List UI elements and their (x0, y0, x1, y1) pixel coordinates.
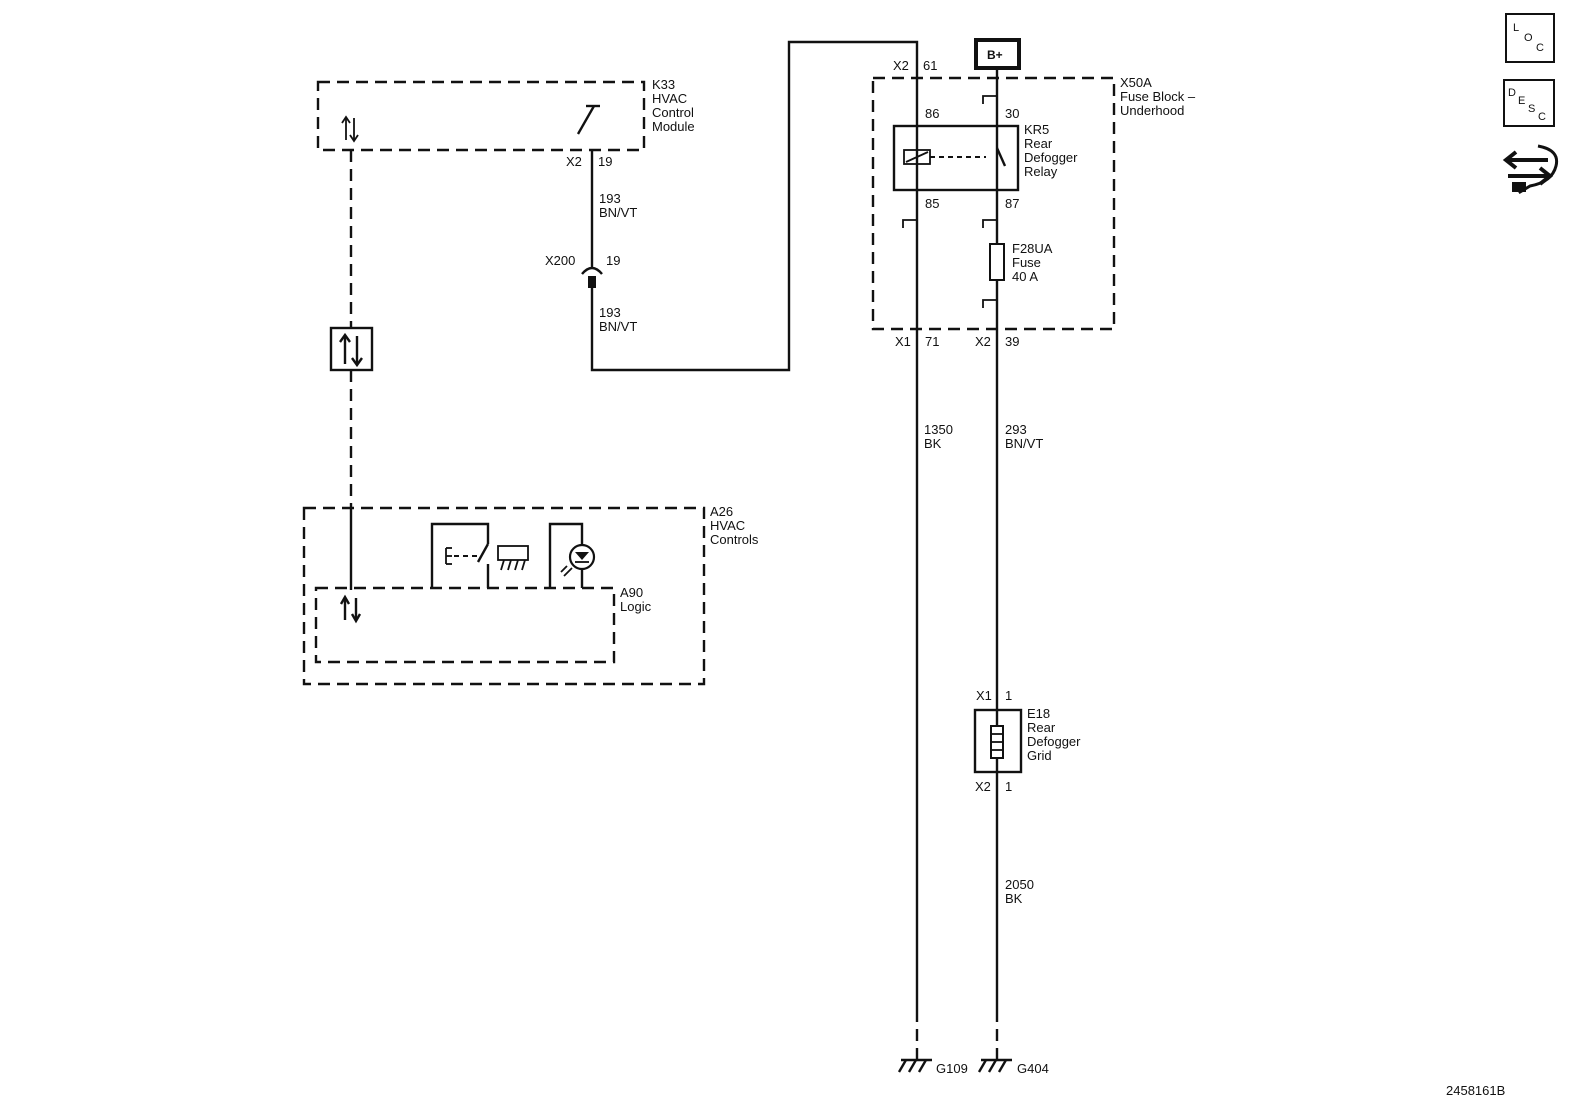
desc-letter-d: D (1508, 87, 1516, 99)
serial-data-box-arrows-icon (339, 332, 363, 368)
loc-letter-c: C (1536, 42, 1544, 54)
push-button-icon (445, 547, 452, 565)
e18-label-line-4: Grid (1027, 748, 1052, 763)
loc-letter-o: O (1524, 32, 1533, 44)
ground-icon (897, 1058, 932, 1073)
x200-label: X200 (545, 253, 575, 268)
w1350-color: BK (924, 436, 942, 451)
logic-serial-arrows-icon (339, 594, 362, 624)
a90-label-line-1: A90 (620, 585, 643, 600)
k33-hvac-control-module: K33 HVAC Control Module X2 19 (316, 77, 695, 169)
f28ua-label-line-3: 40 A (1012, 269, 1038, 284)
connector-view-icon[interactable] (1502, 144, 1559, 195)
bottom-right-connector: X2 (975, 334, 991, 349)
w1350-circuit: 1350 (924, 422, 953, 437)
e18-rear-defogger-grid: X1 1 X2 1 E18 Rear Defogger Grid (973, 688, 1081, 794)
serial-data-arrows-icon (341, 115, 359, 143)
rear-defrost-symbol-icon (497, 545, 529, 571)
ground-g109: G109 (897, 1010, 968, 1076)
f28ua-fuse: F28UA Fuse 40 A (989, 241, 1053, 284)
figure-id: 2458161B (1446, 1083, 1505, 1098)
desc-letter-s: S (1528, 103, 1535, 115)
e18-conn-top: X1 (976, 688, 992, 703)
a26-label-line-3: Controls (710, 532, 759, 547)
kr5-label-line-3: Defogger (1024, 150, 1078, 165)
a90-label-line-2: Logic (620, 599, 652, 614)
w2050-circuit: 2050 (1005, 877, 1034, 892)
w193b-color: BN/VT (599, 319, 637, 334)
kr5-pin-30: 30 (1005, 106, 1019, 121)
desc-nav-button[interactable]: D E S C (1503, 79, 1555, 127)
battery-positive: B+ (974, 38, 1021, 82)
k33-pin-label: 19 (598, 154, 612, 169)
k33-label-line-4: Module (652, 119, 695, 134)
loc-nav-button[interactable]: L O C (1505, 13, 1555, 63)
kr5-label-line-1: KR5 (1024, 122, 1049, 137)
e18-pin-bottom: 1 (1005, 779, 1012, 794)
w2050-color: BK (1005, 891, 1023, 906)
w293-color: BN/VT (1005, 436, 1043, 451)
w193b-circuit: 193 (599, 305, 621, 320)
kr5-pin-87: 87 (1005, 196, 1019, 211)
f28ua-label-line-2: Fuse (1012, 255, 1041, 270)
circuit-193: 193 BN/VT X200 19 193 BN/VT (545, 40, 919, 372)
serial-data-link (329, 150, 374, 590)
x200-pin: 19 (606, 253, 620, 268)
x50a-label-line-1: X50A (1120, 75, 1152, 90)
top-left-connector: X2 (893, 58, 909, 73)
kr5-pin-85: 85 (925, 196, 939, 211)
x50a-fuse-block: X50A Fuse Block – Underhood X2 61 86 30 … (871, 58, 1196, 1010)
e18-conn-bottom: X2 (975, 779, 991, 794)
x200-connector-icon (581, 266, 603, 288)
e18-label-line-2: Rear (1027, 720, 1056, 735)
w193a-circuit: 193 (599, 191, 621, 206)
g109-label: G109 (936, 1061, 968, 1076)
b-plus-label: B+ (987, 48, 1003, 62)
a26-hvac-controls: A26 HVAC Controls (302, 504, 759, 686)
k33-switch-icon (576, 104, 600, 135)
led-icon (560, 543, 596, 577)
ground-icon (977, 1058, 1012, 1073)
k33-label-line-2: HVAC (652, 91, 687, 106)
e18-label-line-3: Defogger (1027, 734, 1081, 749)
top-left-pin: 61 (923, 58, 937, 73)
relay-switch-icon (995, 147, 1007, 167)
k33-label-line-3: Control (652, 105, 694, 120)
w193a-color: BN/VT (599, 205, 637, 220)
heater-grid-icon (990, 725, 1004, 759)
a26-label-line-1: A26 (710, 504, 733, 519)
kr5-pin-86: 86 (925, 106, 939, 121)
kr5-label-line-4: Relay (1024, 164, 1058, 179)
kr5-relay: 86 30 85 87 KR5 Rear Defogger Relay (892, 106, 1078, 211)
a26-label-line-2: HVAC (710, 518, 745, 533)
k33-connector-label: X2 (566, 154, 582, 169)
x50a-label-line-3: Underhood (1120, 103, 1184, 118)
desc-letter-c: C (1538, 111, 1546, 123)
defog-switch (430, 522, 529, 588)
ground-g404: G404 (977, 1010, 1049, 1076)
bottom-left-connector: X1 (895, 334, 911, 349)
fuse-icon (989, 243, 1005, 281)
x50a-label-line-2: Fuse Block – (1120, 89, 1196, 104)
desc-letter-e: E (1518, 95, 1525, 107)
a90-logic: A90 Logic (314, 585, 652, 664)
indicator-led (548, 522, 596, 588)
g404-label: G404 (1017, 1061, 1049, 1076)
k33-label-line-1: K33 (652, 77, 675, 92)
terminal-hooks (902, 95, 997, 308)
loc-letter-l: L (1513, 22, 1519, 34)
bottom-left-pin: 71 (925, 334, 939, 349)
f28ua-label-line-1: F28UA (1012, 241, 1053, 256)
e18-pin-top: 1 (1005, 688, 1012, 703)
e18-label-line-1: E18 (1027, 706, 1050, 721)
w293-circuit: 293 (1005, 422, 1027, 437)
bottom-right-pin: 39 (1005, 334, 1019, 349)
kr5-label-line-2: Rear (1024, 136, 1053, 151)
